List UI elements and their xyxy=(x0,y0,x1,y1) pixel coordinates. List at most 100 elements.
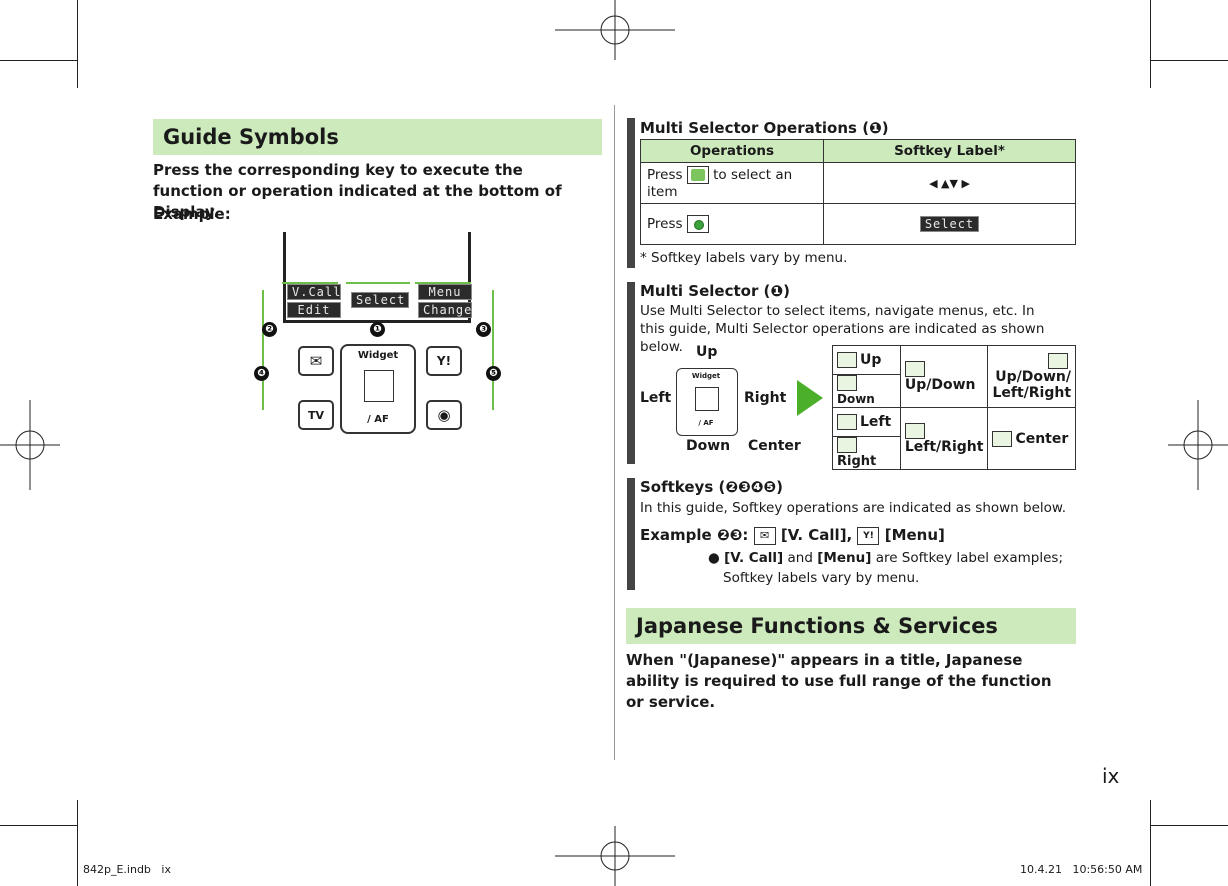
softkeys-desc: In this guide, Softkey operations are in… xyxy=(640,500,1067,516)
table-header: Operations xyxy=(640,139,824,163)
crop-mark xyxy=(1150,800,1151,886)
grid-cell: Down xyxy=(832,374,901,408)
example-label: Example ❷❸: xyxy=(640,526,749,544)
af-label: / AF xyxy=(367,414,389,425)
bullet-menu: [Menu] xyxy=(817,550,872,566)
footer-left: 842p_E.indb ix xyxy=(83,863,171,876)
camera-key-icon[interactable]: ◉ xyxy=(426,400,462,430)
bullet-vcall: [V. Call] xyxy=(724,550,784,566)
multi-ops-table: Operations Softkey Label* Press to selec… xyxy=(640,139,1076,245)
footer-right: 10.4.21 10:56:50 AM xyxy=(1020,863,1143,876)
tv-key-icon[interactable]: TV xyxy=(298,400,334,430)
softkey-vcall: V.Call xyxy=(287,284,341,300)
softkey-change: Change xyxy=(418,302,472,318)
softkeys-example: Example ❷❸: ✉ [V. Call], Y! [Menu] xyxy=(640,525,945,546)
registration-mark-icon xyxy=(0,400,60,490)
table-cell: ◀ ▲▼ ▶ xyxy=(823,162,1076,204)
left-icon xyxy=(837,414,857,430)
dir-center: Center xyxy=(748,438,801,454)
page-number: ix xyxy=(1102,764,1120,788)
grid-label: Up/Down xyxy=(904,376,976,393)
widget-label: Widget xyxy=(357,350,399,361)
phone-side-line xyxy=(283,232,286,322)
grid-cell: Up xyxy=(832,345,901,375)
updown-icon xyxy=(904,360,925,377)
display-bottom-line xyxy=(283,320,471,323)
dir-up: Up xyxy=(696,344,718,360)
table-cell: Select xyxy=(823,203,1076,245)
center-key-icon xyxy=(686,215,709,233)
up-icon xyxy=(837,352,857,368)
center-icon xyxy=(992,430,1013,447)
bullet-and: and xyxy=(787,550,813,566)
callout-4: ❹ xyxy=(254,366,269,381)
mail-key-icon[interactable]: ✉ xyxy=(298,346,334,376)
multi-sel-title: Multi Selector (❶) xyxy=(640,282,790,300)
grid-cell: Left xyxy=(832,407,901,437)
selector-pad: Widget / AF xyxy=(676,368,738,436)
grid-cell: Center xyxy=(987,407,1076,470)
down-icon xyxy=(837,375,857,391)
crop-mark xyxy=(1150,825,1228,826)
center-key xyxy=(695,387,719,411)
mail-key-icon: ✉ xyxy=(753,526,776,545)
row-text: Press xyxy=(647,216,683,232)
direction-grid: Up Up/Down Up/Down/ Left/Right Down Left… xyxy=(832,345,1076,470)
callout-1: ❶ xyxy=(370,322,385,337)
multi-sel-desc: Use Multi Selector to select items, navi… xyxy=(640,303,1045,355)
row-text: to select an item xyxy=(647,167,793,200)
table-cell: Press xyxy=(640,203,824,245)
right-icon xyxy=(837,437,857,453)
callout-2: ❷ xyxy=(262,322,277,337)
leftright-icon xyxy=(904,422,925,439)
multi-ops-note: * Softkey labels vary by menu. xyxy=(640,250,848,266)
grid-label: Down xyxy=(837,392,875,406)
arrow-right-icon xyxy=(797,380,823,416)
grid-cell: Up/Down xyxy=(899,345,989,408)
grid-label: Up xyxy=(860,352,882,368)
grid-cell: Up/Down/ Left/Right xyxy=(987,345,1076,408)
row-text: Press xyxy=(647,167,683,183)
selector-diagram: Up Left Right Down Center Widget / AF xyxy=(638,344,801,459)
guide-intro: Press the corresponding key to execute t… xyxy=(153,161,562,221)
section-bar xyxy=(627,282,635,464)
registration-mark-icon xyxy=(555,0,675,60)
section-bar xyxy=(627,478,635,590)
bullet-rest: are Softkey label examples; xyxy=(875,550,1063,566)
yahoo-key-icon[interactable]: Y! xyxy=(426,346,462,376)
example-menu: [Menu] xyxy=(884,526,945,544)
example-vcall: [V. Call], xyxy=(780,526,853,544)
multi-selector-pad[interactable]: Widget / AF xyxy=(340,344,416,434)
callout-line xyxy=(262,290,264,410)
center-key[interactable] xyxy=(364,370,394,402)
callout-5: ❺ xyxy=(486,366,501,381)
bullet-dot: ● xyxy=(708,550,720,566)
all-directions-icon xyxy=(1048,352,1068,369)
crop-mark xyxy=(77,800,78,886)
softkeys-bullet: ● [V. Call] and [Menu] are Softkey label… xyxy=(708,549,1063,567)
grid-cell: Right xyxy=(832,436,901,470)
af-label: / AF xyxy=(698,419,714,427)
callout-line xyxy=(492,290,494,410)
softkey-select: Select xyxy=(351,292,409,308)
crop-mark xyxy=(0,60,78,61)
section-heading-guide-symbols: Guide Symbols xyxy=(153,119,602,155)
japanese-text: When "(Japanese)" appears in a title, Ja… xyxy=(626,651,1052,711)
softkey-edit: Edit xyxy=(287,302,341,318)
grid-label: Left/Right xyxy=(904,438,984,455)
grid-label: Up/Down/ Left/Right xyxy=(992,368,1072,401)
section-heading-japanese: Japanese Functions & Services xyxy=(626,608,1076,644)
callout-line xyxy=(282,282,338,284)
table-header: Softkey Label* xyxy=(823,139,1076,163)
softkeys-bullet-line2: Softkey labels vary by menu. xyxy=(723,570,920,586)
registration-mark-icon xyxy=(1168,400,1228,490)
dir-down: Down xyxy=(686,438,731,454)
crop-mark xyxy=(1150,0,1151,88)
grid-label: Center xyxy=(1015,430,1069,447)
phone-diagram: V.Call Edit Select Menu Change ❶ ❷ ❸ ❹ ❺… xyxy=(250,230,510,440)
table-cell: Press to select an item xyxy=(640,162,824,204)
callout-line xyxy=(415,282,471,284)
widget-label: Widget xyxy=(691,372,721,380)
guide-example-label: Example: xyxy=(153,205,231,223)
multi-selector-icon xyxy=(686,166,709,184)
